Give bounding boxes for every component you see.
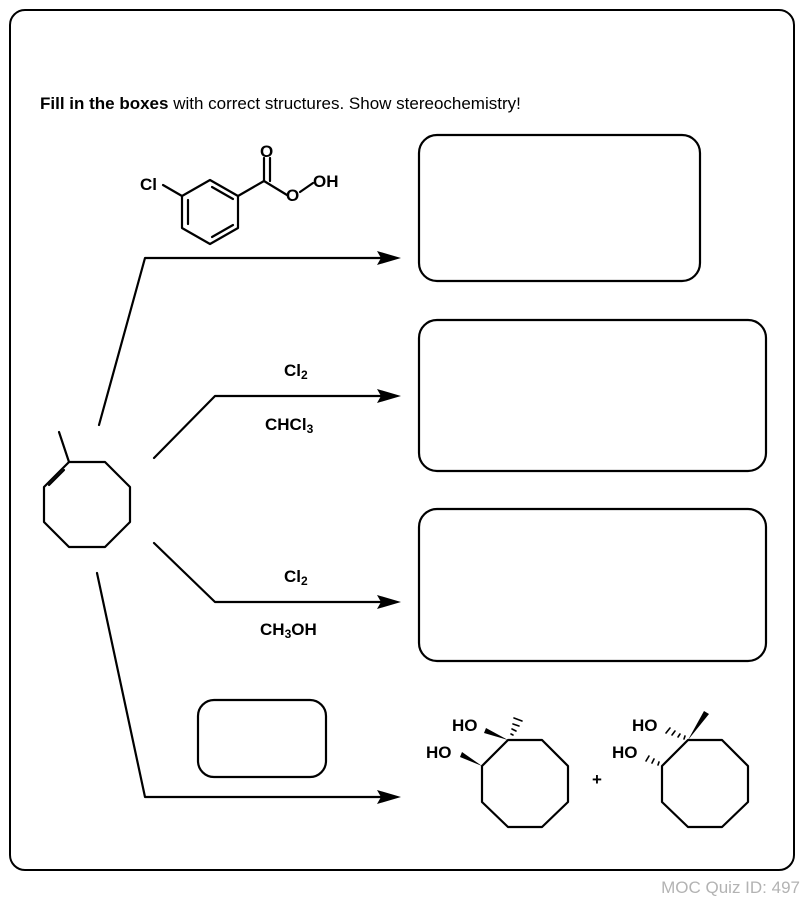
diol-b-structure	[645, 711, 750, 829]
route2-reagent-top: Cl2	[284, 361, 308, 382]
answer-box-reagent[interactable]	[196, 698, 328, 779]
instruction-rest: with correct structures. Show stereochem…	[168, 94, 521, 113]
route3-reagent-top: Cl2	[284, 567, 308, 588]
route3-arrow	[152, 541, 401, 609]
mcpba-peroxy-o: O	[286, 186, 299, 205]
diol-b-ho-bottom: HO	[612, 743, 638, 762]
quiz-id-label: MOC Quiz ID: 497	[661, 878, 800, 897]
route1-arrow	[97, 251, 401, 427]
answer-box-chlorohydrin-ether[interactable]	[417, 507, 768, 663]
diol-a-ho-top: HO	[452, 716, 478, 735]
mcpba-cl-label: Cl	[140, 175, 157, 194]
route4-arrow	[95, 571, 401, 804]
instruction-bold: Fill in the boxes	[40, 94, 169, 113]
answer-box-chlorination[interactable]	[417, 318, 768, 473]
route2-arrow	[152, 389, 401, 460]
route2-solvent: CHCl3	[265, 415, 314, 436]
diol-b-ho-top: HO	[632, 716, 658, 735]
instruction-text: Fill in the boxes with correct structure…	[40, 94, 521, 114]
mcpba-structure	[161, 156, 315, 246]
diol-a-structure	[460, 717, 570, 829]
mcpba-carbonyl-o: O	[260, 142, 273, 161]
quiz-frame	[9, 9, 795, 871]
diol-a-ho-bottom: HO	[426, 743, 452, 762]
mcpba-oh: OH	[313, 172, 339, 191]
answer-box-epoxidation[interactable]	[417, 133, 702, 283]
plus-sign: +	[592, 770, 602, 789]
route3-solvent: CH3OH	[260, 620, 317, 641]
starting-methylcyclooctene	[42, 430, 132, 549]
